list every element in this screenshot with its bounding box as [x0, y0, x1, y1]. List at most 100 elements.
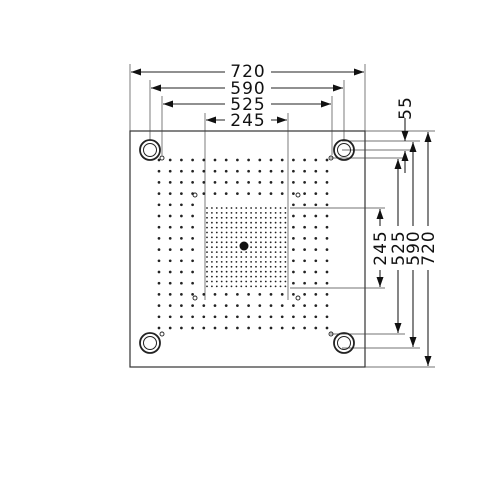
- fine-nozzle-dot: [235, 285, 238, 288]
- nozzle-dot: [258, 293, 262, 296]
- nozzle-dot: [314, 203, 318, 207]
- fine-nozzle-dot: [279, 270, 282, 273]
- nozzle-dot: [303, 225, 306, 229]
- fine-nozzle-dot: [269, 285, 272, 288]
- nozzle-dot: [157, 214, 161, 218]
- fine-nozzle-dot: [250, 212, 253, 214]
- nozzle-dot: [280, 326, 284, 330]
- fine-nozzle-dot: [260, 256, 262, 258]
- fine-nozzle-dot: [274, 265, 277, 268]
- nozzle-dot: [224, 304, 228, 307]
- fine-nozzle-dot: [235, 212, 238, 214]
- nozzle-dot: [157, 281, 161, 285]
- fine-nozzle-dot: [220, 265, 223, 268]
- fine-nozzle-dot: [279, 236, 282, 239]
- fine-nozzle-dot: [220, 275, 223, 278]
- fine-nozzle-dot: [245, 256, 248, 258]
- fine-nozzle-dot: [230, 275, 233, 278]
- fine-nozzle-dot: [260, 265, 262, 268]
- fine-nozzle-dot: [279, 256, 282, 258]
- fine-nozzle-dot: [260, 212, 262, 214]
- fine-nozzle-dot: [284, 265, 287, 268]
- nozzle-dot: [314, 181, 318, 184]
- nozzle-dot: [157, 158, 161, 162]
- mount-ring-top-right: [333, 139, 355, 161]
- nozzle-dot: [213, 181, 217, 184]
- fine-nozzle-dot: [250, 246, 253, 249]
- fine-nozzle-dot: [255, 280, 257, 283]
- fine-nozzle-dot: [206, 280, 208, 283]
- fine-nozzle-dot: [279, 216, 282, 219]
- fine-nozzle-dot: [250, 236, 253, 239]
- nozzle-dot: [247, 293, 250, 296]
- fine-nozzle-dot: [274, 231, 277, 234]
- fine-nozzle-dot: [220, 236, 223, 239]
- nozzle-dot: [157, 237, 161, 240]
- fine-nozzle-dot: [260, 285, 262, 288]
- nozzle-dot: [258, 304, 262, 307]
- fine-nozzle-dot: [211, 265, 213, 268]
- fine-nozzle-dot: [245, 285, 248, 288]
- fine-nozzle-dot: [245, 275, 248, 278]
- fine-nozzle-dot: [235, 261, 238, 263]
- fine-nozzle-dot: [264, 246, 267, 249]
- corner-mounts: [139, 139, 355, 354]
- nozzle-dot: [303, 281, 306, 285]
- fine-nozzle-dot: [264, 280, 267, 283]
- nozzle-dot: [236, 315, 239, 319]
- nozzle-dot: [213, 304, 217, 307]
- fine-nozzle-dot: [274, 275, 277, 278]
- fine-nozzle-dot: [250, 270, 253, 273]
- fine-nozzle-dot: [235, 226, 238, 229]
- fine-nozzle-dot: [206, 231, 208, 234]
- fine-nozzle-dot: [206, 251, 208, 254]
- fine-nozzle-dot: [260, 246, 262, 249]
- fine-nozzle-dot: [274, 207, 277, 209]
- fine-nozzle-dot: [215, 231, 218, 234]
- fine-nozzle-dot: [215, 246, 218, 249]
- nozzle-dot: [168, 326, 172, 330]
- fine-nozzle-dot: [235, 207, 238, 209]
- fine-nozzle-dot: [264, 265, 267, 268]
- nozzle-dot: [325, 192, 329, 195]
- fine-nozzle-dot: [220, 212, 223, 214]
- fine-nozzle-dot: [269, 236, 272, 239]
- fine-nozzle-dot: [206, 246, 208, 249]
- fine-nozzle-dot: [206, 265, 208, 268]
- screw-hole: [328, 331, 334, 337]
- nozzle-dot: [168, 259, 172, 263]
- fine-nozzle-dot: [269, 256, 272, 258]
- fine-nozzle-dot: [215, 270, 218, 273]
- nozzle-dot: [191, 169, 194, 173]
- fine-nozzle-dot: [264, 241, 267, 244]
- fine-nozzle-dot: [211, 246, 213, 249]
- fine-nozzle-dot: [279, 246, 282, 249]
- fine-nozzle-dot: [240, 216, 243, 219]
- nozzle-dot: [180, 237, 183, 240]
- fine-nozzle-dot: [235, 270, 238, 273]
- fine-nozzle-dot: [250, 275, 253, 278]
- dimension-55-vertical: 55: [396, 96, 416, 173]
- fine-nozzle-dot: [220, 251, 223, 254]
- fine-nozzle-dot: [269, 280, 272, 283]
- nozzle-dot: [202, 315, 206, 319]
- nozzle-dot: [236, 181, 239, 184]
- fine-nozzle-dot: [274, 246, 277, 249]
- nozzle-dot: [292, 237, 295, 240]
- fine-nozzle-dot: [260, 207, 262, 209]
- fine-nozzle-dot: [211, 280, 213, 283]
- fine-nozzle-dot: [284, 212, 287, 214]
- screw-hole: [295, 192, 301, 198]
- fine-nozzle-dot: [211, 226, 213, 229]
- nozzle-dot: [314, 281, 318, 285]
- nozzle-dot: [213, 326, 217, 330]
- fine-nozzle-dot: [264, 231, 267, 234]
- nozzle-dot: [292, 315, 295, 319]
- nozzle-dot: [157, 326, 161, 330]
- fine-nozzle-dot: [206, 226, 208, 229]
- nozzle-dot: [168, 270, 172, 274]
- nozzle-dot: [247, 181, 250, 184]
- fine-nozzle-dot: [274, 270, 277, 273]
- nozzle-dot: [236, 293, 239, 296]
